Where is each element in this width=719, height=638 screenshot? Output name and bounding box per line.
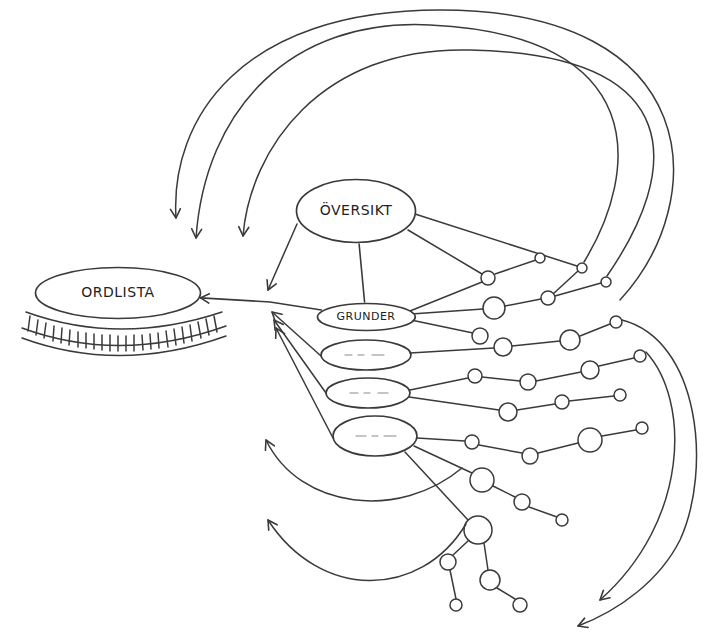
branch-line xyxy=(409,397,499,410)
branch-line xyxy=(405,214,636,599)
branch-line xyxy=(580,324,610,336)
return-arc xyxy=(176,10,697,626)
branch-line xyxy=(512,341,560,346)
ellipse-node: GRUNDER xyxy=(316,302,417,332)
return-arc xyxy=(578,320,697,626)
branch-line xyxy=(410,282,482,311)
branch-line xyxy=(517,404,555,410)
node-label: ORDLISTA xyxy=(81,285,154,300)
topic-circle xyxy=(450,599,462,611)
ellipse-node: ORDLISTA xyxy=(34,266,202,320)
topic-circle xyxy=(472,328,488,344)
return-arc xyxy=(243,50,654,276)
topic-circle xyxy=(560,330,580,350)
topic-circle xyxy=(514,494,530,510)
topic-circle xyxy=(499,403,517,421)
return-arc xyxy=(600,352,675,600)
branch-line xyxy=(482,377,520,381)
topic-circle xyxy=(470,468,494,492)
branch-line xyxy=(505,299,541,306)
topic-circle xyxy=(556,514,568,526)
topic-circle xyxy=(440,554,456,570)
topic-circle xyxy=(468,369,482,383)
branch-line xyxy=(569,396,614,401)
topic-circle xyxy=(555,395,569,409)
return-arc xyxy=(176,10,674,300)
branch-line xyxy=(450,570,456,599)
return-arc xyxy=(196,25,618,262)
topic-circle xyxy=(601,277,611,287)
chapter-ellipse xyxy=(333,416,417,456)
topic-circle xyxy=(636,422,648,434)
branch-line xyxy=(536,372,581,381)
branch-line xyxy=(497,588,515,599)
branch-line xyxy=(405,452,468,520)
reference-arrow xyxy=(268,224,333,438)
chapter-ellipse xyxy=(321,340,417,456)
ellipse-outline xyxy=(36,268,201,319)
branch-line xyxy=(410,378,468,390)
branch-line xyxy=(602,430,636,436)
topic-circle xyxy=(535,253,545,263)
return-arc xyxy=(266,440,462,501)
branch-line xyxy=(414,446,472,473)
topic-circle xyxy=(522,448,538,464)
chapter-ellipse xyxy=(321,340,411,370)
topic-circle xyxy=(577,263,587,273)
ellipse-outline xyxy=(297,180,416,243)
return-arc xyxy=(268,520,466,581)
chapter-ellipse xyxy=(326,378,410,408)
scribble-mark xyxy=(356,435,396,436)
branch-line xyxy=(411,320,473,333)
node-label: ÖVERSIKT xyxy=(320,203,393,218)
branch-line xyxy=(493,486,515,497)
word-list-strips xyxy=(28,316,217,351)
scribble-mark xyxy=(350,392,388,393)
topic-circle xyxy=(464,516,492,544)
topic-circle xyxy=(465,435,479,449)
topic-circle xyxy=(513,598,527,612)
reference-arrow xyxy=(276,328,333,438)
branch-line xyxy=(479,445,522,453)
topic-circle xyxy=(541,291,555,305)
branch-line xyxy=(484,543,488,570)
topic-circle xyxy=(483,297,505,319)
branch-line xyxy=(408,230,482,274)
connector xyxy=(359,244,364,302)
branch-line xyxy=(555,283,601,296)
ellipse-node: ÖVERSIKT xyxy=(295,178,417,244)
topic-circle xyxy=(481,271,495,285)
topic-circle xyxy=(614,389,626,401)
topic-circle xyxy=(480,570,500,590)
topic-circle xyxy=(634,350,646,362)
branch-line xyxy=(495,260,536,274)
ellipse-outline xyxy=(317,304,415,331)
reference-arrow xyxy=(268,224,297,290)
scribble-mark xyxy=(345,355,396,436)
branch-line xyxy=(599,358,634,366)
topic-circle xyxy=(578,428,602,452)
branch-line xyxy=(529,507,557,517)
topic-circle xyxy=(610,316,622,328)
reference-arrow xyxy=(274,320,326,393)
topic-circle xyxy=(581,361,599,379)
topic-circle xyxy=(494,338,512,356)
branch-line xyxy=(453,541,468,555)
branch-line xyxy=(411,309,483,314)
node-label: GRUNDER xyxy=(336,311,395,323)
topic-circle xyxy=(520,374,536,390)
connector xyxy=(201,298,322,310)
branch-line xyxy=(415,214,577,266)
branch-line xyxy=(538,443,578,453)
branch-line xyxy=(410,348,494,353)
topic-circle xyxy=(440,253,648,612)
scribble-mark xyxy=(345,354,384,355)
branch-line xyxy=(417,438,465,441)
